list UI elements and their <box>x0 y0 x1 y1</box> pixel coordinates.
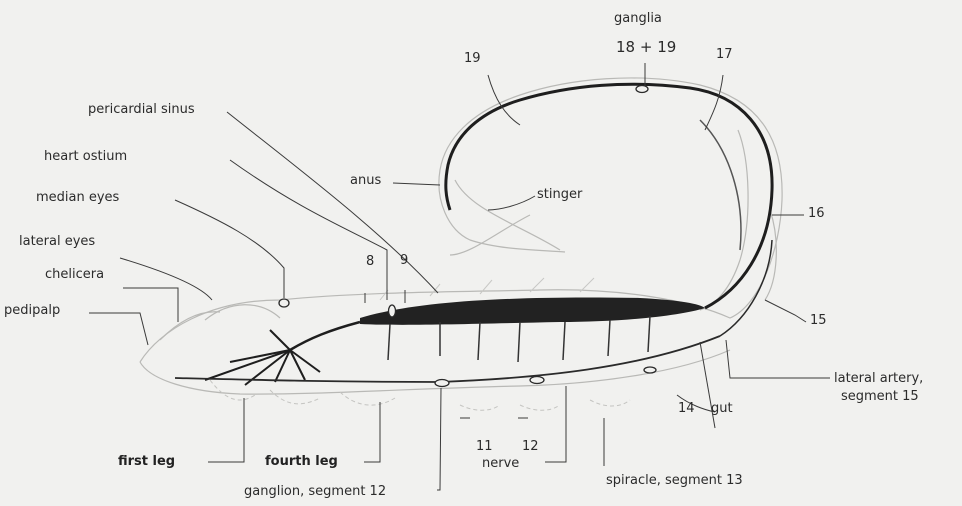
leg-outlines <box>210 380 630 410</box>
segment-19-label: 19 <box>464 52 481 65</box>
ganglion-segment-12-label: ganglion, segment 12 <box>244 485 386 498</box>
tail-nerve-cord <box>700 120 741 250</box>
segment-11-label: 11 <box>476 440 493 453</box>
leader-lines <box>89 63 830 490</box>
segment-9-label: 9 <box>400 254 408 267</box>
segment-15-number-label: 15 <box>810 314 827 327</box>
segment-12-label: 12 <box>522 440 539 453</box>
segment-14-label: 14 <box>678 402 695 415</box>
gut-label: gut <box>711 402 733 415</box>
spiracle-segment-13-label: spiracle, segment 13 <box>606 474 743 487</box>
dorsal-spines <box>380 278 594 300</box>
heart-ostium-label: heart ostium <box>44 150 127 163</box>
nerve-label: nerve <box>482 457 519 470</box>
lateral-artery-segment-label: segment 15 <box>841 390 919 403</box>
chelicera-label: chelicera <box>45 268 104 281</box>
ventral-nerve-cord-tail <box>720 240 772 336</box>
ganglia-18-19-label: 18 + 19 <box>616 40 676 55</box>
stinger-label: stinger <box>537 188 582 201</box>
tail-artery <box>446 84 772 308</box>
pericardial-sinus-label: pericardial sinus <box>88 103 195 116</box>
anus-label: anus <box>350 174 381 187</box>
segment-16-label: 16 <box>808 207 825 220</box>
body-outline <box>140 78 782 394</box>
lateral-eyes-label: lateral eyes <box>19 235 95 248</box>
pedipalp-label: pedipalp <box>4 304 60 317</box>
segment-17-label: 17 <box>716 48 733 61</box>
median-eyes-label: median eyes <box>36 191 119 204</box>
first-leg-label: first leg <box>118 455 175 468</box>
anterior-aorta <box>290 322 360 350</box>
fourth-leg-label: fourth leg <box>265 455 338 468</box>
heart <box>360 298 705 325</box>
segment-8-label: 8 <box>366 255 374 268</box>
cephalic-arteries <box>205 330 320 385</box>
ganglia-label: ganglia <box>614 12 662 25</box>
lateral-artery-label: lateral artery, <box>834 372 923 385</box>
